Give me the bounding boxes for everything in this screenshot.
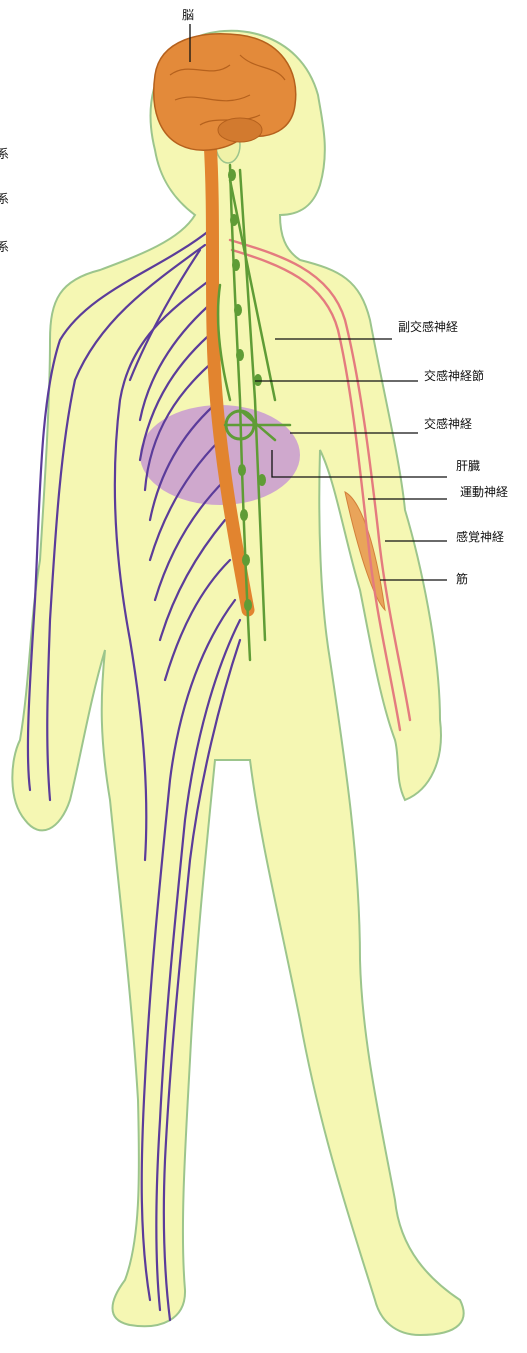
label-liver: 肝臓 [456,459,480,473]
label-brain: 脳 [182,8,194,22]
left-fragment-2: 系 [0,192,9,206]
label-motor-nerve: 運動神経 [460,485,508,499]
label-sympathetic-ganglion: 交感神経節 [424,368,484,383]
body-outline [12,31,463,1335]
left-fragment-1: 系 [0,147,9,161]
body-silhouette [12,31,463,1335]
label-parasympathetic-nerve: 副交感神経 [398,319,458,334]
label-sensory-nerve: 感覚神経 [456,529,504,544]
label-muscle: 筋 [456,571,468,586]
brain-shape [154,34,296,150]
left-fragment-3: 系 [0,240,9,254]
label-sympathetic-nerve: 交感神経 [424,416,472,431]
